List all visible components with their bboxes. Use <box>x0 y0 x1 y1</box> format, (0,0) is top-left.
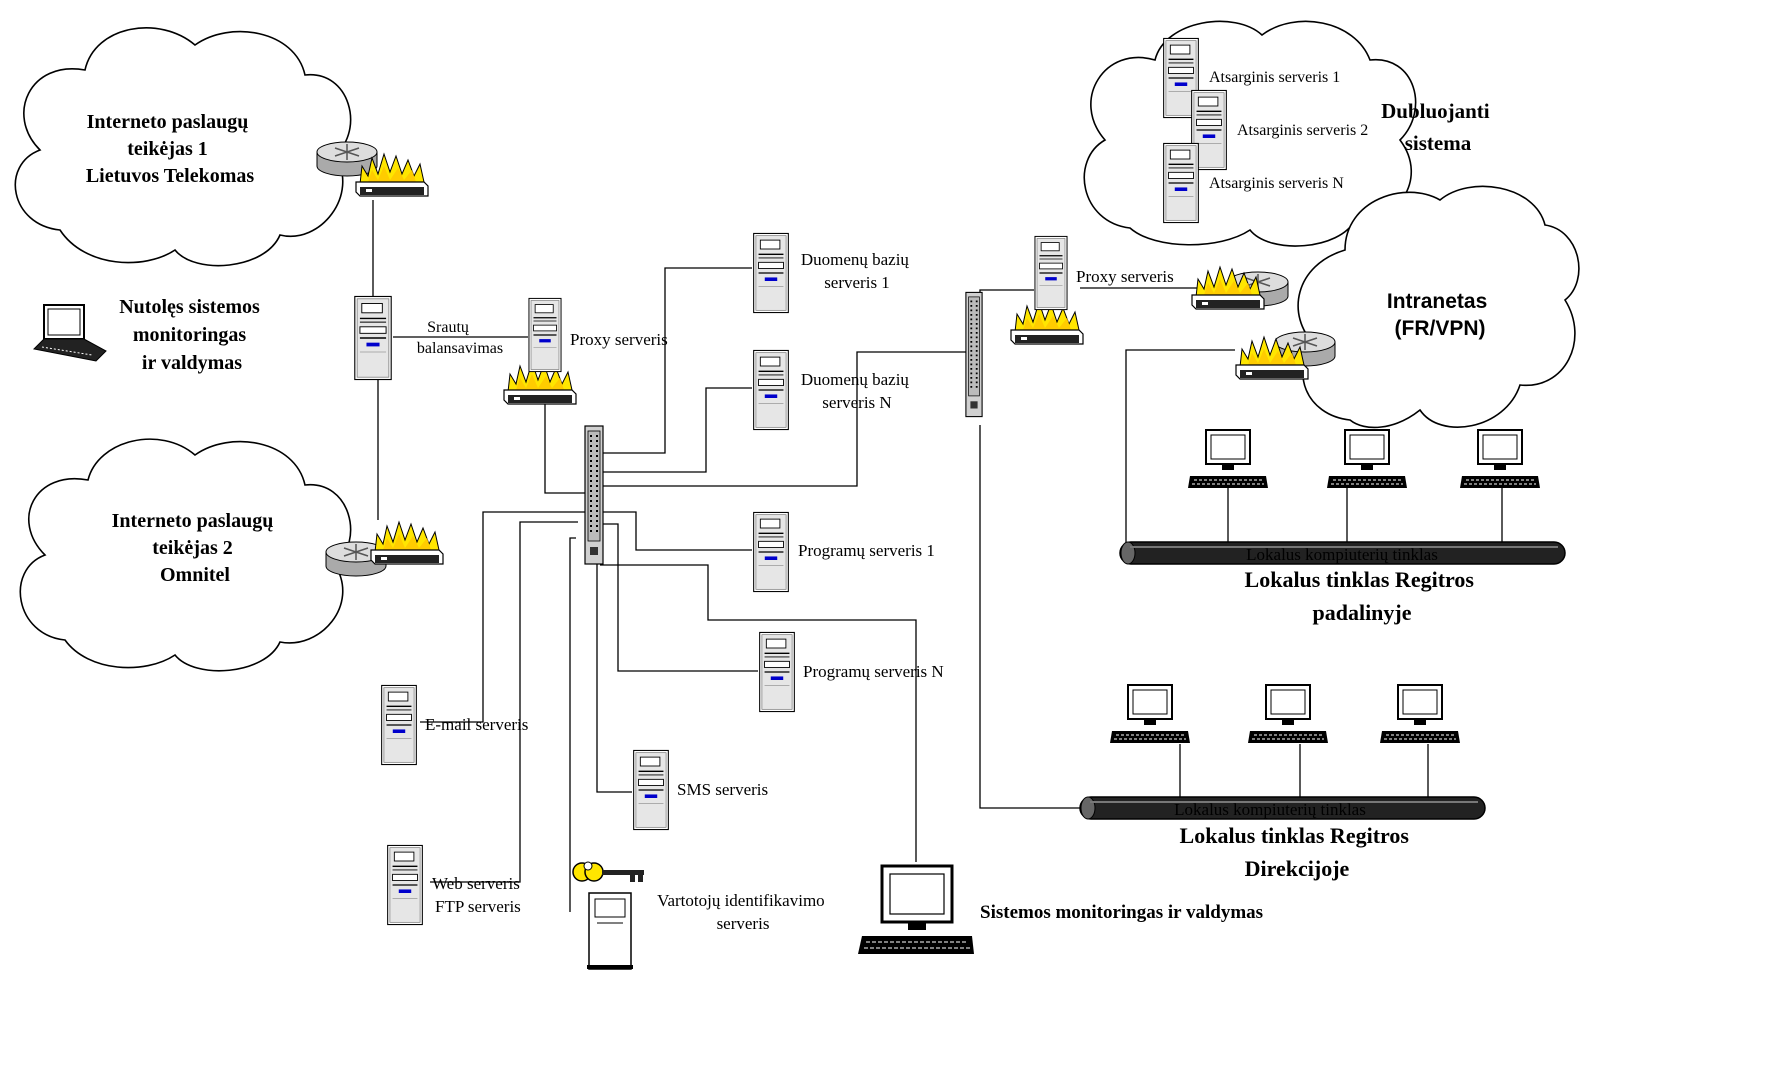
isp2-line2: teikėjas 2 <box>152 537 233 559</box>
terminal-icon <box>587 892 633 970</box>
email-server-icon <box>380 684 418 766</box>
isp2-line3: Omnitel <box>160 564 230 586</box>
dubluojanti-line2: sistema <box>1405 131 1472 155</box>
workstation-icon <box>1187 429 1269 489</box>
svg-text:Lokalus tinklas Regitros D: Lokalus tinklas Regitros Direkcijoje <box>1180 823 1415 881</box>
workstation-icon <box>1379 684 1461 744</box>
lan-padalinys-line2: padalinyje <box>1312 600 1411 625</box>
cloud-isp2: Interneto paslaugų teikėjas 2 Omnitel <box>19 438 352 672</box>
svg-text:Srautų balansavimas: Srautų balansavimas <box>417 319 503 357</box>
proxy-right-label: Proxy serveris <box>1076 267 1174 286</box>
svg-text:Duomenų bazių serveris N: Duomenų bazių serveris N <box>801 370 913 412</box>
sms-server-label: SMS serveris <box>677 780 768 799</box>
proxy-server-left-icon <box>528 297 562 373</box>
intranetas-line2: (FR/VPN) <box>1395 317 1486 340</box>
remote-line1: Nutolęs sistemos <box>119 296 260 318</box>
srautu-line2: balansavimas <box>417 340 503 357</box>
svg-text:Intranetas (FR/VPN): Intranetas (FR/VPN) <box>1387 290 1493 340</box>
cloud-isp1: Interneto paslaugų teikėjas 1 Lietuvos T… <box>14 27 352 267</box>
proxy-server-right-icon <box>1034 235 1068 311</box>
sms-server-icon <box>632 749 670 831</box>
cloud-icon <box>14 27 352 267</box>
web-server-label: Web serveris <box>432 874 520 893</box>
laptop-icon <box>32 304 107 362</box>
monitoring-label: Sistemos monitoringas ir valdymas <box>980 902 1263 923</box>
isp1-line1: Interneto paslaugų <box>87 111 249 133</box>
switch-hub-icon <box>964 291 984 418</box>
app-server-1-label: Programų serveris 1 <box>798 541 935 560</box>
backup-1-label: Atsarginis serveris 1 <box>1209 69 1340 86</box>
isp1-line2: teikėjas 1 <box>127 138 208 160</box>
firewall-icon <box>370 521 444 565</box>
bus-label-padalinys: Lokalus kompiuterių tinklas <box>1246 545 1438 564</box>
workstation-icon <box>1247 684 1329 744</box>
backup-2-label: Atsarginis serveris 2 <box>1237 122 1368 139</box>
workstation-icon <box>1109 684 1191 744</box>
key-icon <box>572 861 644 882</box>
cloud-icon <box>19 438 352 672</box>
lan-padalinys-line1: Lokalus tinklas Regitros <box>1245 567 1475 592</box>
intranetas-line1: Intranetas <box>1387 290 1487 313</box>
remote-line3: ir valdymas <box>142 352 242 374</box>
lan-direkcija-line2: Direkcijoje <box>1245 856 1350 881</box>
backup-n-label: Atsarginis serveris N <box>1209 175 1344 192</box>
network-bus-icon: Lokalus kompiuterių tinklas <box>1079 796 1486 820</box>
svg-text:Lokalus tinklas Regitros p: Lokalus tinklas Regitros padalinyje <box>1245 567 1480 625</box>
switch-hub-icon <box>583 424 605 566</box>
db-server-n-icon <box>752 349 790 431</box>
dubluojanti-line1: Dubluojanti <box>1381 99 1490 123</box>
cloud-intranetas: Intranetas (FR/VPN) <box>1297 185 1580 429</box>
db1-line1: Duomenų bazių <box>801 250 910 269</box>
cloud-icon <box>1297 185 1580 429</box>
ftp-server-label: FTP serveris <box>435 897 521 916</box>
web-ftp-server-icon <box>386 844 424 926</box>
svg-text:Vartotojų identifikavimo s: Vartotojų identifikavimo serveris <box>657 891 829 933</box>
proxy-left-label: Proxy serveris <box>570 330 668 349</box>
app-server-n-label: Programų serveris N <box>803 662 944 681</box>
svg-text:Web serveris FTP serveris: Web serveris FTP serveris <box>432 874 524 916</box>
srautu-line1: Srautų <box>427 319 470 336</box>
isp1-line3: Lietuvos Telekomas <box>86 165 255 187</box>
svg-text:Interneto paslaugų teikė: Interneto paslaugų teikėjas 2 Omnitel <box>112 510 279 586</box>
svg-text:Interneto paslaugų teikė: Interneto paslaugų teikėjas 1 Lietuvos T… <box>86 111 255 187</box>
app-server-n-icon <box>758 631 796 713</box>
svg-text:Nutolęs sistemos monitorin: Nutolęs sistemos monitoringas ir valdyma… <box>119 296 265 374</box>
app-server-1-icon <box>752 511 790 593</box>
svg-text:Duomenų bazių serveris 1: Duomenų bazių serveris 1 <box>801 250 913 292</box>
bus-label-direkcija: Lokalus kompiuterių tinklas <box>1174 800 1366 819</box>
email-server-label: E-mail serveris <box>425 715 528 734</box>
dbn-line2: serveris N <box>822 393 891 412</box>
svg-text:Dubluojanti sistema: Dubluojanti sistema <box>1381 99 1495 155</box>
workstation-icon <box>1326 429 1408 489</box>
db-server-1-icon <box>752 232 790 314</box>
router-icon <box>316 141 378 177</box>
network-bus-icon: Lokalus kompiuterių tinklas <box>1119 541 1566 565</box>
load-balancer-server-icon <box>354 295 392 381</box>
monitoring-station-icon <box>858 864 974 954</box>
isp2-line1: Interneto paslaugų <box>112 510 274 532</box>
db1-line2: serveris 1 <box>824 273 890 292</box>
workstation-icon <box>1459 429 1541 489</box>
remote-line2: monitoringas <box>133 324 247 346</box>
dbn-line1: Duomenų bazių <box>801 370 910 389</box>
auth-line1: Vartotojų identifikavimo <box>657 891 825 910</box>
auth-line2: serveris <box>717 914 770 933</box>
connection-lines <box>372 200 1503 912</box>
lan-direkcija-line1: Lokalus tinklas Regitros <box>1180 823 1410 848</box>
backup-server-n-icon <box>1162 142 1200 224</box>
